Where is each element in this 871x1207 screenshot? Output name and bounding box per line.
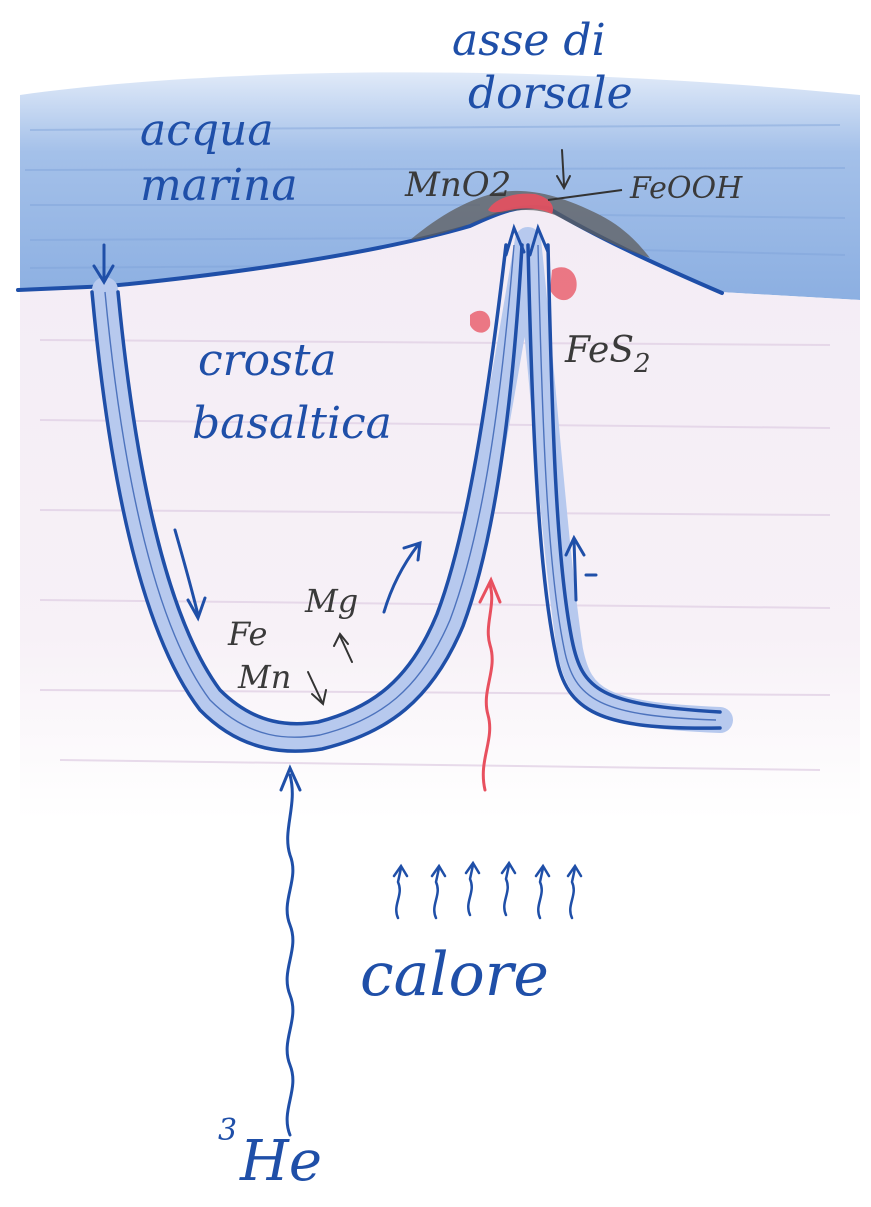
label-heat: calore	[360, 940, 549, 1010]
label-fes2-subscript: 2	[633, 349, 651, 379]
helium-arrow	[281, 768, 300, 1135]
label-seawater-1: acqua	[140, 105, 274, 156]
label-ridge-axis-1: asse di	[452, 15, 606, 66]
label-mg: Mg	[304, 582, 358, 620]
label-seawater-2: marina	[140, 160, 298, 211]
label-helium: He	[239, 1129, 322, 1194]
label-helium-mass: 3	[218, 1113, 237, 1148]
label-fe: Fe	[227, 615, 267, 653]
label-fes2-base: FeS	[564, 330, 634, 371]
label-crust-1: crosta	[198, 335, 337, 386]
label-mno2: MnO2	[404, 165, 511, 205]
label-ridge-axis-2: dorsale	[468, 68, 633, 119]
label-feooh: FeOOH	[629, 171, 743, 206]
label-mn: Mn	[237, 658, 291, 696]
heat-arrows	[394, 863, 581, 918]
label-crust-2: basaltica	[192, 398, 392, 449]
